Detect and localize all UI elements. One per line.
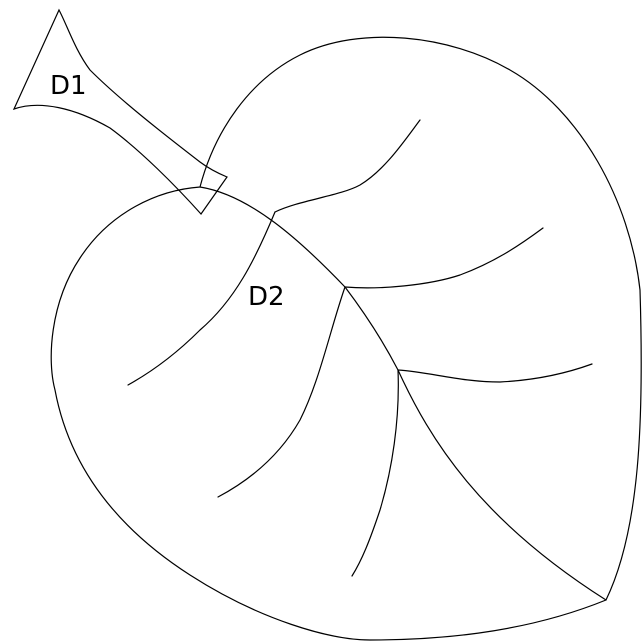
leaf-outline (51, 37, 641, 640)
midrib-vein (200, 187, 606, 600)
stem-outline (14, 10, 227, 214)
lower-vein-3 (352, 370, 398, 576)
upper-right-vein-1 (275, 120, 420, 212)
label-d2: D2 (248, 282, 285, 312)
left-vein-2 (218, 287, 345, 497)
upper-right-vein-2 (345, 228, 543, 288)
label-d1: D1 (50, 71, 87, 101)
right-vein-3 (398, 364, 592, 382)
